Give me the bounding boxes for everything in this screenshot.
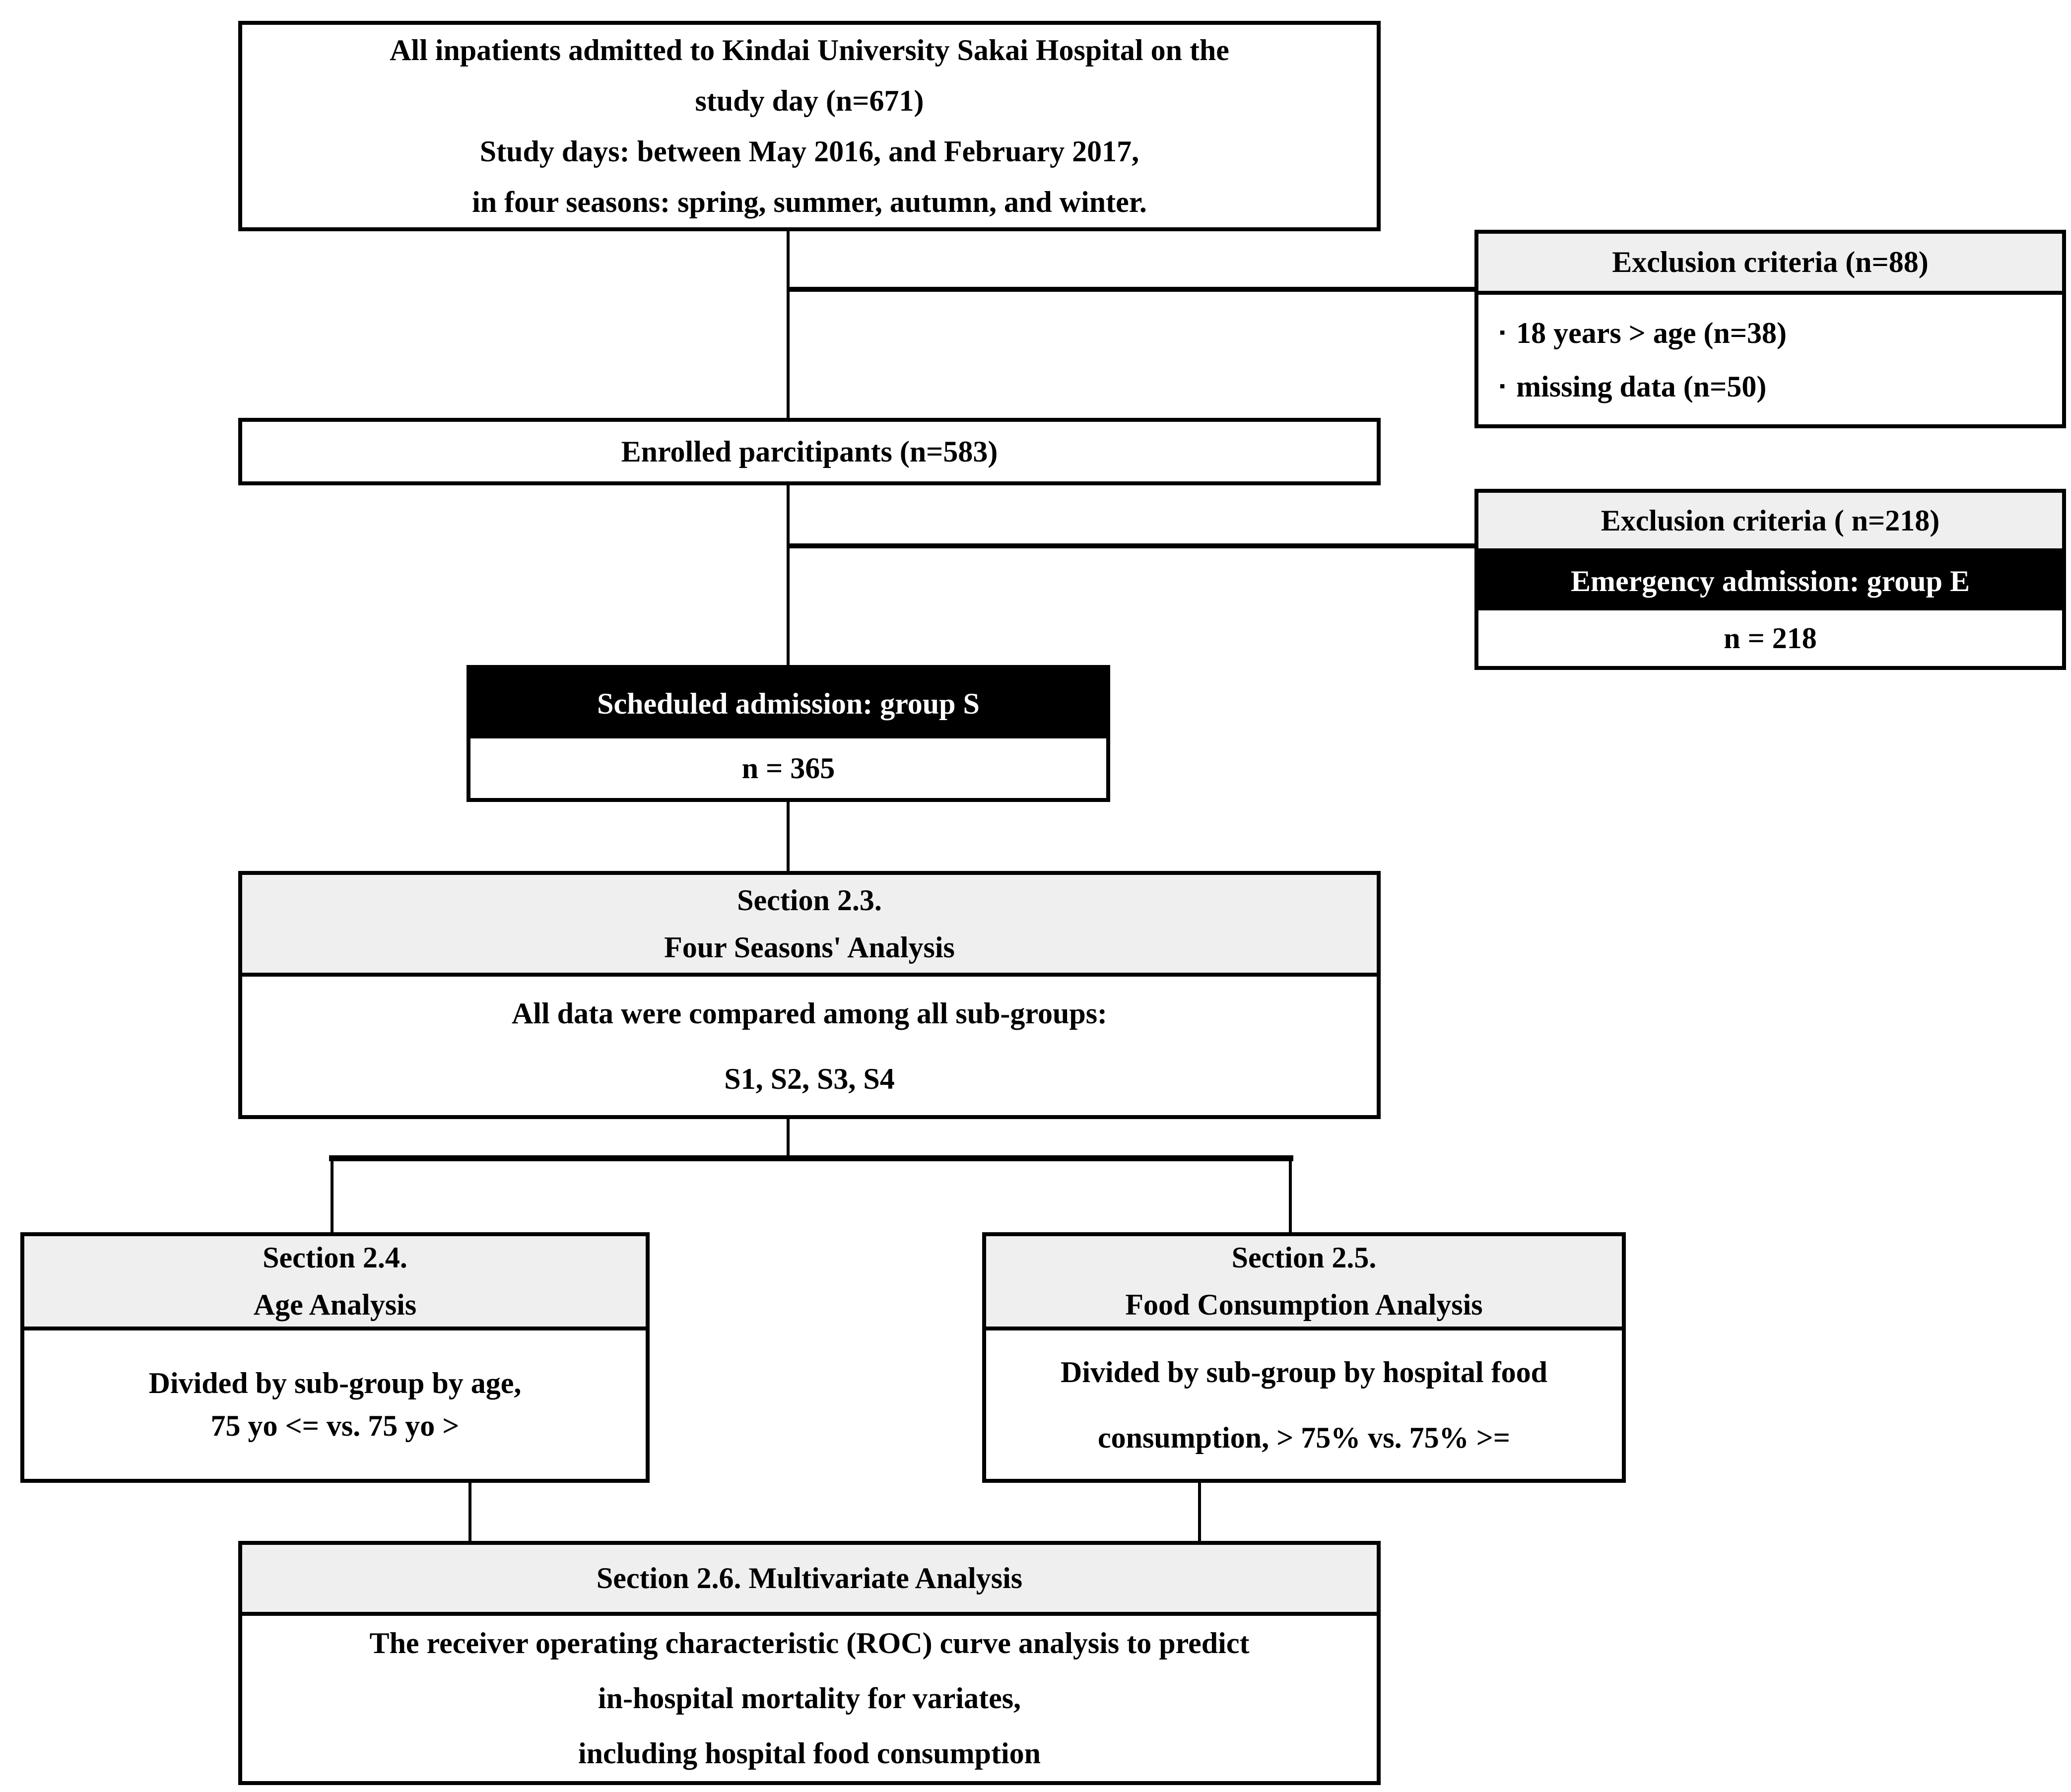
section26-header: Section 2.6. Multivariate Analysis	[242, 1545, 1377, 1616]
box-section-2-3: Section 2.3. Four Seasons' Analysis All …	[238, 871, 1381, 1119]
all-inpatients-line3: Study days: between May 2016, and Februa…	[479, 135, 1139, 168]
box-section-2-6: Section 2.6. Multivariate Analysis The r…	[238, 1541, 1381, 1785]
connector-enrolled-to-scheduled	[787, 484, 790, 667]
section25-header-line1: Section 2.5.	[1231, 1241, 1377, 1274]
section24-body: Divided by sub-group by age, 75 yo <= vs…	[24, 1330, 646, 1479]
section23-header-line2: Four Seasons' Analysis	[664, 930, 955, 964]
connector-section24-to-section26	[468, 1481, 471, 1543]
section25-header-line2: Food Consumption Analysis	[1125, 1288, 1483, 1321]
section23-header: Section 2.3. Four Seasons' Analysis	[242, 875, 1377, 977]
scheduled-group-s-bar: Scheduled admission: group S	[470, 669, 1106, 738]
section26-body: The receiver operating characteristic (R…	[242, 1616, 1377, 1781]
section24-body-line1: Divided by sub-group by age,	[148, 1367, 522, 1400]
exclusion1-item1-text: 18 years > age (n=38)	[1516, 316, 1787, 349]
exclusion1-body: ▪ 18 years > age (n=38) ▪ missing data (…	[1478, 295, 2062, 424]
scheduled-count-row: n = 365	[470, 738, 1106, 798]
section23-body-line1: All data were compared among all sub-gro…	[511, 996, 1108, 1030]
section24-body-line2: 75 yo <= vs. 75 yo >	[210, 1409, 460, 1442]
exclusion1-header: Exclusion criteria (n=88)	[1478, 234, 2062, 295]
exclusion2-count: n = 218	[1724, 621, 1817, 655]
square-bullet-icon: ▪	[1499, 377, 1506, 396]
exclusion1-header-text: Exclusion criteria (n=88)	[1612, 246, 1929, 278]
enrolled-label: Enrolled parcitipants (n=583)	[621, 435, 998, 468]
box-section-2-5: Section 2.5. Food Consumption Analysis D…	[982, 1232, 1626, 1483]
scheduled-group-label: Scheduled admission: group S	[597, 687, 980, 720]
section26-body-line2: in-hospital mortality for variates,	[598, 1682, 1021, 1715]
section26-header-text: Section 2.6. Multivariate Analysis	[596, 1562, 1023, 1594]
section23-body: All data were compared among all sub-gro…	[242, 977, 1377, 1115]
exclusion2-group-e-bar: Emergency admission: group E	[1478, 552, 2062, 610]
exclusion1-item: ▪ missing data (n=50)	[1499, 360, 1766, 413]
section26-body-line3: including hospital food consumption	[578, 1737, 1041, 1770]
section25-header: Section 2.5. Food Consumption Analysis	[986, 1236, 1622, 1330]
connector-branch-to-exclusion1	[788, 287, 1476, 292]
enrolled-text-row: Enrolled parcitipants (n=583)	[242, 422, 1377, 481]
connector-drop-to-section25	[1289, 1158, 1292, 1234]
connector-distribution-bar	[329, 1155, 1293, 1161]
box-scheduled-admission: Scheduled admission: group S n = 365	[467, 665, 1110, 802]
all-inpatients-line2: study day (n=671)	[695, 84, 924, 117]
all-inpatients-line4: in four seasons: spring, summer, autumn,…	[472, 186, 1147, 218]
connector-section25-to-section26	[1198, 1481, 1201, 1543]
box-enrolled-participants: Enrolled parcitipants (n=583)	[238, 418, 1381, 485]
section24-header-line2: Age Analysis	[253, 1288, 417, 1321]
square-bullet-icon: ▪	[1499, 323, 1506, 342]
section25-body: Divided by sub-group by hospital food co…	[986, 1330, 1622, 1479]
exclusion2-group-label: Emergency admission: group E	[1571, 565, 1970, 597]
all-inpatients-text: All inpatients admitted to Kindai Univer…	[242, 25, 1377, 227]
box-exclusion-criteria-2: Exclusion criteria ( n=218) Emergency ad…	[1474, 489, 2066, 670]
box-all-inpatients: All inpatients admitted to Kindai Univer…	[238, 21, 1381, 231]
section23-body-line2: S1, S2, S3, S4	[724, 1062, 895, 1095]
exclusion1-item: ▪ 18 years > age (n=38)	[1499, 306, 1787, 360]
section25-body-line2: consumption, > 75% vs. 75% >=	[1097, 1421, 1510, 1454]
all-inpatients-line1: All inpatients admitted to Kindai Univer…	[390, 34, 1229, 66]
section26-body-line1: The receiver operating characteristic (R…	[369, 1627, 1250, 1659]
section23-header-line1: Section 2.3.	[737, 883, 882, 917]
connector-section23-stem	[787, 1118, 790, 1159]
connector-branch-to-exclusion2	[788, 543, 1476, 548]
section24-header-line1: Section 2.4.	[263, 1241, 407, 1274]
exclusion1-item2-text: missing data (n=50)	[1516, 370, 1767, 403]
section25-body-line1: Divided by sub-group by hospital food	[1061, 1355, 1547, 1389]
scheduled-count: n = 365	[741, 751, 835, 785]
connector-topbox-to-enrolled	[787, 229, 790, 420]
box-section-2-4: Section 2.4. Age Analysis Divided by sub…	[20, 1232, 650, 1483]
exclusion2-count-row: n = 218	[1478, 610, 2062, 666]
box-exclusion-criteria-1: Exclusion criteria (n=88) ▪ 18 years > a…	[1474, 230, 2066, 428]
exclusion2-header: Exclusion criteria ( n=218)	[1478, 493, 2062, 552]
connector-scheduled-to-section23	[787, 800, 790, 872]
connector-drop-to-section24	[331, 1158, 334, 1234]
exclusion2-header-text: Exclusion criteria ( n=218)	[1601, 504, 1940, 537]
section24-header: Section 2.4. Age Analysis	[24, 1236, 646, 1330]
